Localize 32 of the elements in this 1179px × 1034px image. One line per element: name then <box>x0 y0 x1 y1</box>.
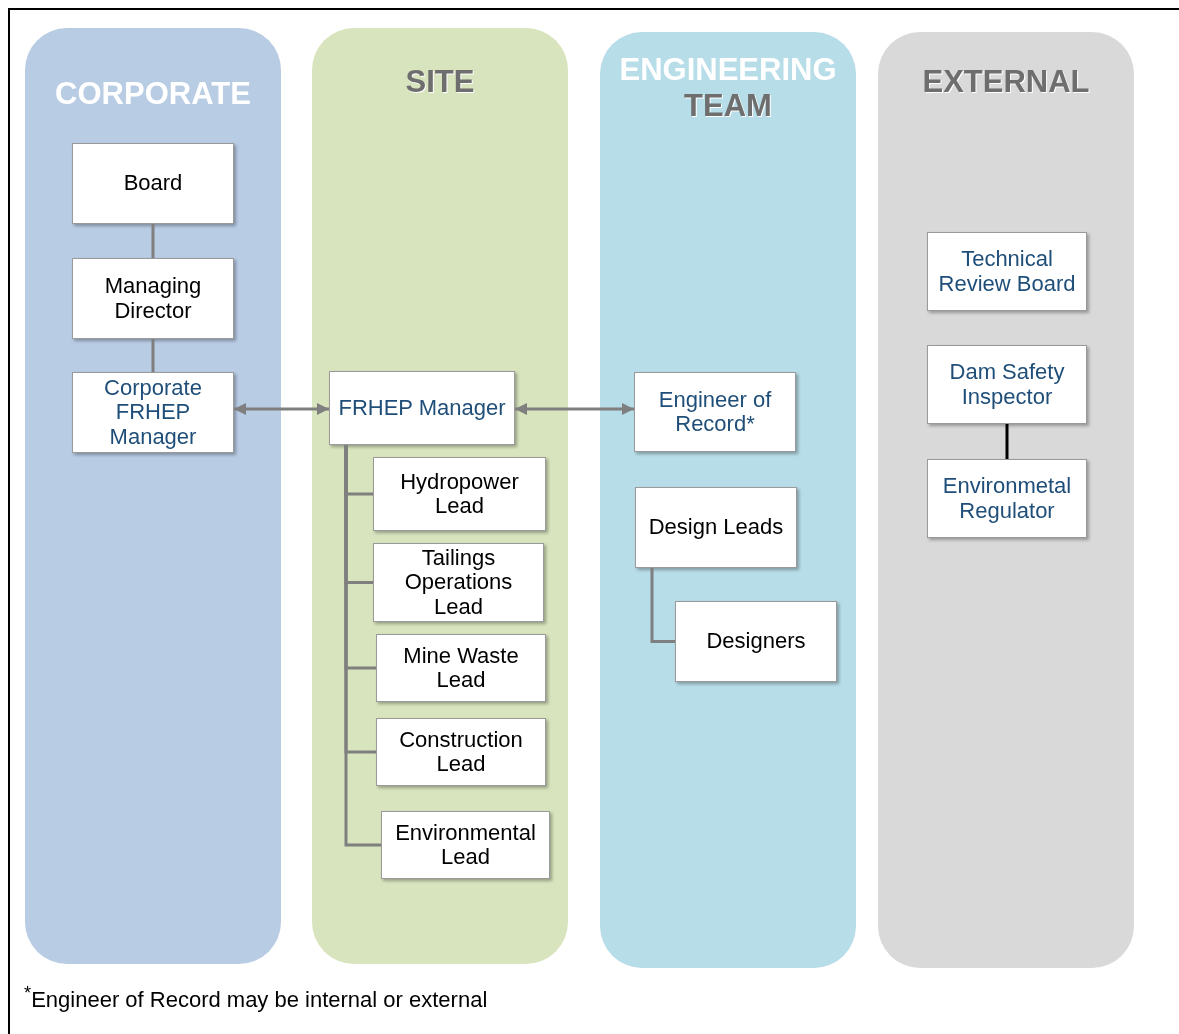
swimlane-panel <box>312 28 568 964</box>
role-box: Hydropower Lead <box>373 457 546 531</box>
connector-line <box>1005 424 1009 459</box>
role-box: Engineer of Record* <box>634 372 796 452</box>
swimlane-panel <box>25 28 281 964</box>
role-box: Mine Waste Lead <box>376 634 546 702</box>
role-box: Dam Safety Inspector <box>927 345 1087 424</box>
connector-line <box>151 224 155 258</box>
connector-line <box>650 568 675 643</box>
lane-heading: SITE <box>404 64 476 100</box>
connector-line <box>151 339 155 372</box>
arrow <box>234 403 329 415</box>
role-box: Designers <box>675 601 837 682</box>
role-box: Environmental Lead <box>381 811 550 879</box>
role-box: Design Leads <box>635 487 797 568</box>
role-box: Environmetal Regulator <box>927 459 1087 538</box>
role-box: Tailings Operations Lead <box>373 543 544 622</box>
swimlane-panel <box>600 32 856 968</box>
lane-heading: ENGINEERING <box>618 52 838 88</box>
role-box: Managing Director <box>72 258 234 339</box>
role-box: Construction Lead <box>376 718 546 786</box>
lane-heading: EXTERNAL <box>921 64 1091 100</box>
role-box: Board <box>72 143 234 224</box>
role-box: FRHEP Manager <box>329 371 515 445</box>
swimlane-panel <box>878 32 1134 968</box>
role-box: Corporate FRHEP Manager <box>72 372 234 453</box>
connector-line <box>344 445 381 847</box>
lane-heading: CORPORATE <box>54 76 252 112</box>
footnote: $^{*}$Engineer of Record may be internal or external <box>24 982 488 1014</box>
lane-heading: TEAM <box>683 88 773 124</box>
role-box: Technical Review Board <box>927 232 1087 311</box>
arrow <box>515 403 634 415</box>
